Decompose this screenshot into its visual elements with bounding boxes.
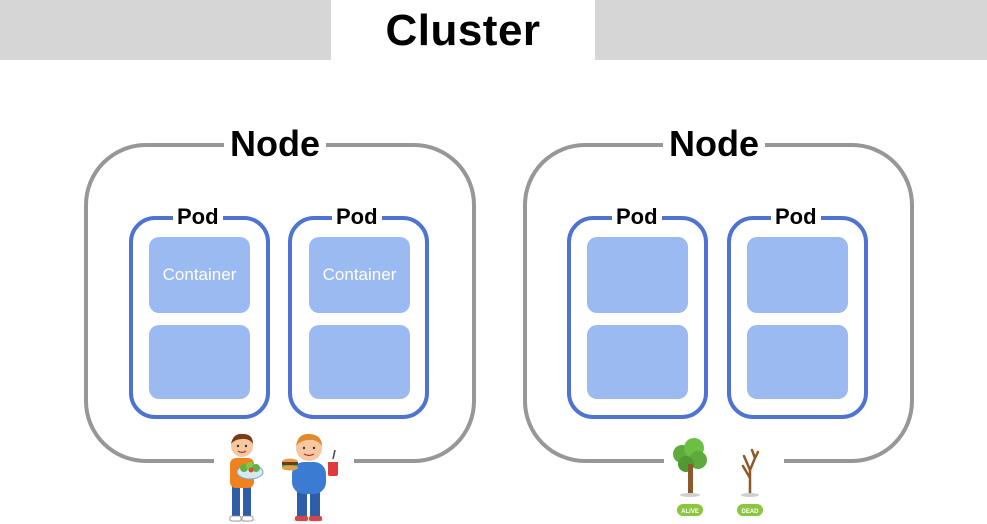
- container-3b: [587, 325, 688, 399]
- dead-tag-label: DEAD: [741, 509, 759, 515]
- container-4a: [747, 237, 848, 313]
- container-4b: [747, 325, 848, 399]
- alive-tag-label: ALIVE: [681, 509, 699, 515]
- dead-tree-icon: DEAD: [737, 448, 763, 516]
- alive-tree-icon: ALIVE: [673, 438, 707, 516]
- container-1a: Container: [149, 237, 250, 313]
- child-burger-icon: [282, 433, 338, 522]
- container-2a: Container: [309, 237, 410, 313]
- cluster-title-box: Cluster: [331, 0, 595, 60]
- node-2-label: Node: [663, 124, 765, 164]
- child-salad-icon: [228, 433, 264, 522]
- cluster-title: Cluster: [385, 6, 541, 55]
- pod-4-label: Pod: [771, 205, 821, 229]
- container-3a: [587, 237, 688, 313]
- container-2b: [309, 325, 410, 399]
- container-2a-label: Container: [322, 265, 397, 284]
- trees-illustration: ALIVE DEAD: [673, 438, 763, 516]
- pod-1-label: Pod: [173, 205, 223, 229]
- container-1b: [149, 325, 250, 399]
- pod-2-label: Pod: [332, 205, 382, 229]
- node-1-label: Node: [224, 124, 326, 164]
- pod-3-label: Pod: [612, 205, 662, 229]
- container-1a-label: Container: [162, 265, 237, 284]
- children-eating-illustration: [228, 433, 338, 522]
